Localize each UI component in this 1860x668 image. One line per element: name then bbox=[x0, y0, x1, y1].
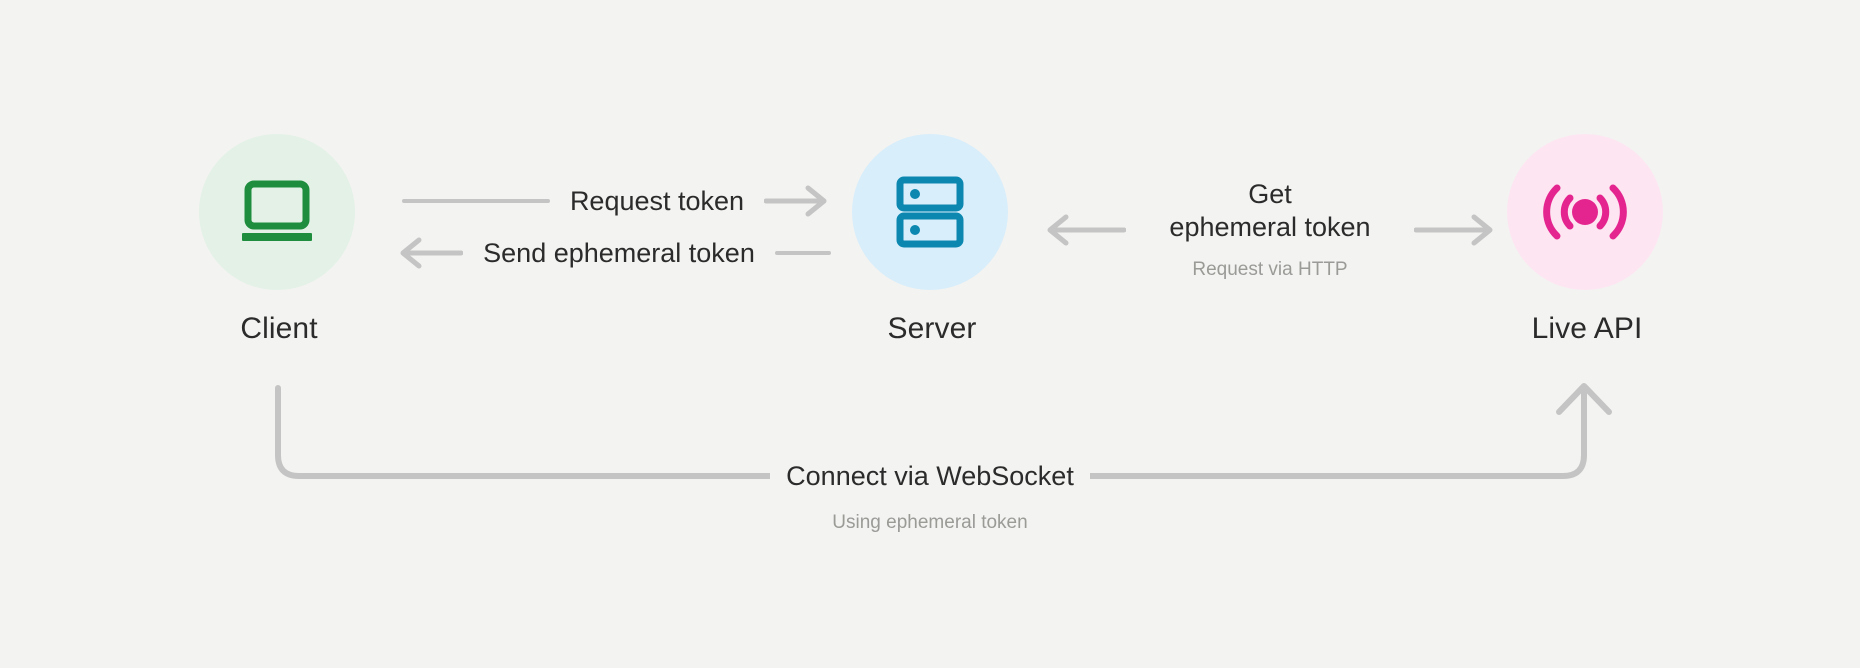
node-live-api-label: Live API bbox=[1531, 312, 1643, 345]
arrow-right-icon bbox=[1414, 214, 1493, 246]
message-connect-websocket-label-wrap: Connect via WebSocket bbox=[630, 460, 1230, 493]
arrow-right-icon bbox=[764, 185, 827, 217]
node-live-api[interactable]: Live API bbox=[1507, 134, 1667, 346]
message-send-ephemeral-token-label: Send ephemeral token bbox=[483, 237, 755, 268]
message-get-ephemeral-token-body: Get ephemeral token Request via HTTP bbox=[1140, 178, 1400, 282]
broadcast-signal-icon bbox=[1543, 184, 1627, 240]
arrow-left-icon bbox=[1047, 214, 1126, 246]
connector-line-left bbox=[401, 199, 550, 203]
node-server-label: Server bbox=[887, 312, 977, 345]
message-connect-websocket-sublabel: Using ephemeral token bbox=[832, 512, 1028, 533]
message-request-token-label: Request token bbox=[569, 185, 745, 216]
message-request-token: Request token bbox=[380, 184, 850, 218]
message-get-ephemeral-token-sublabel: Request via HTTP bbox=[1192, 259, 1348, 280]
message-get-ephemeral-token-label-line1: Get bbox=[1248, 179, 1292, 209]
message-get-ephemeral-token: Get ephemeral token Request via HTTP bbox=[1025, 178, 1515, 282]
client-icon-circle bbox=[199, 134, 355, 290]
node-client-label: Client bbox=[240, 312, 318, 345]
message-connect-websocket: Connect via WebSocket Using ephemeral to… bbox=[630, 460, 1230, 535]
live-api-icon-circle bbox=[1507, 134, 1663, 290]
server-icon-circle bbox=[852, 134, 1008, 290]
node-server[interactable]: Server bbox=[852, 134, 1012, 346]
server-rack-icon bbox=[896, 176, 964, 248]
connector-line-right bbox=[774, 251, 831, 255]
laptop-icon bbox=[242, 180, 312, 241]
arrow-left-icon bbox=[400, 237, 464, 269]
message-get-ephemeral-token-label-line2: ephemeral token bbox=[1169, 212, 1371, 242]
message-connect-websocket-label: Connect via WebSocket bbox=[770, 460, 1090, 493]
node-client[interactable]: Client bbox=[199, 134, 359, 346]
message-send-ephemeral-token: Send ephemeral token bbox=[380, 236, 850, 270]
